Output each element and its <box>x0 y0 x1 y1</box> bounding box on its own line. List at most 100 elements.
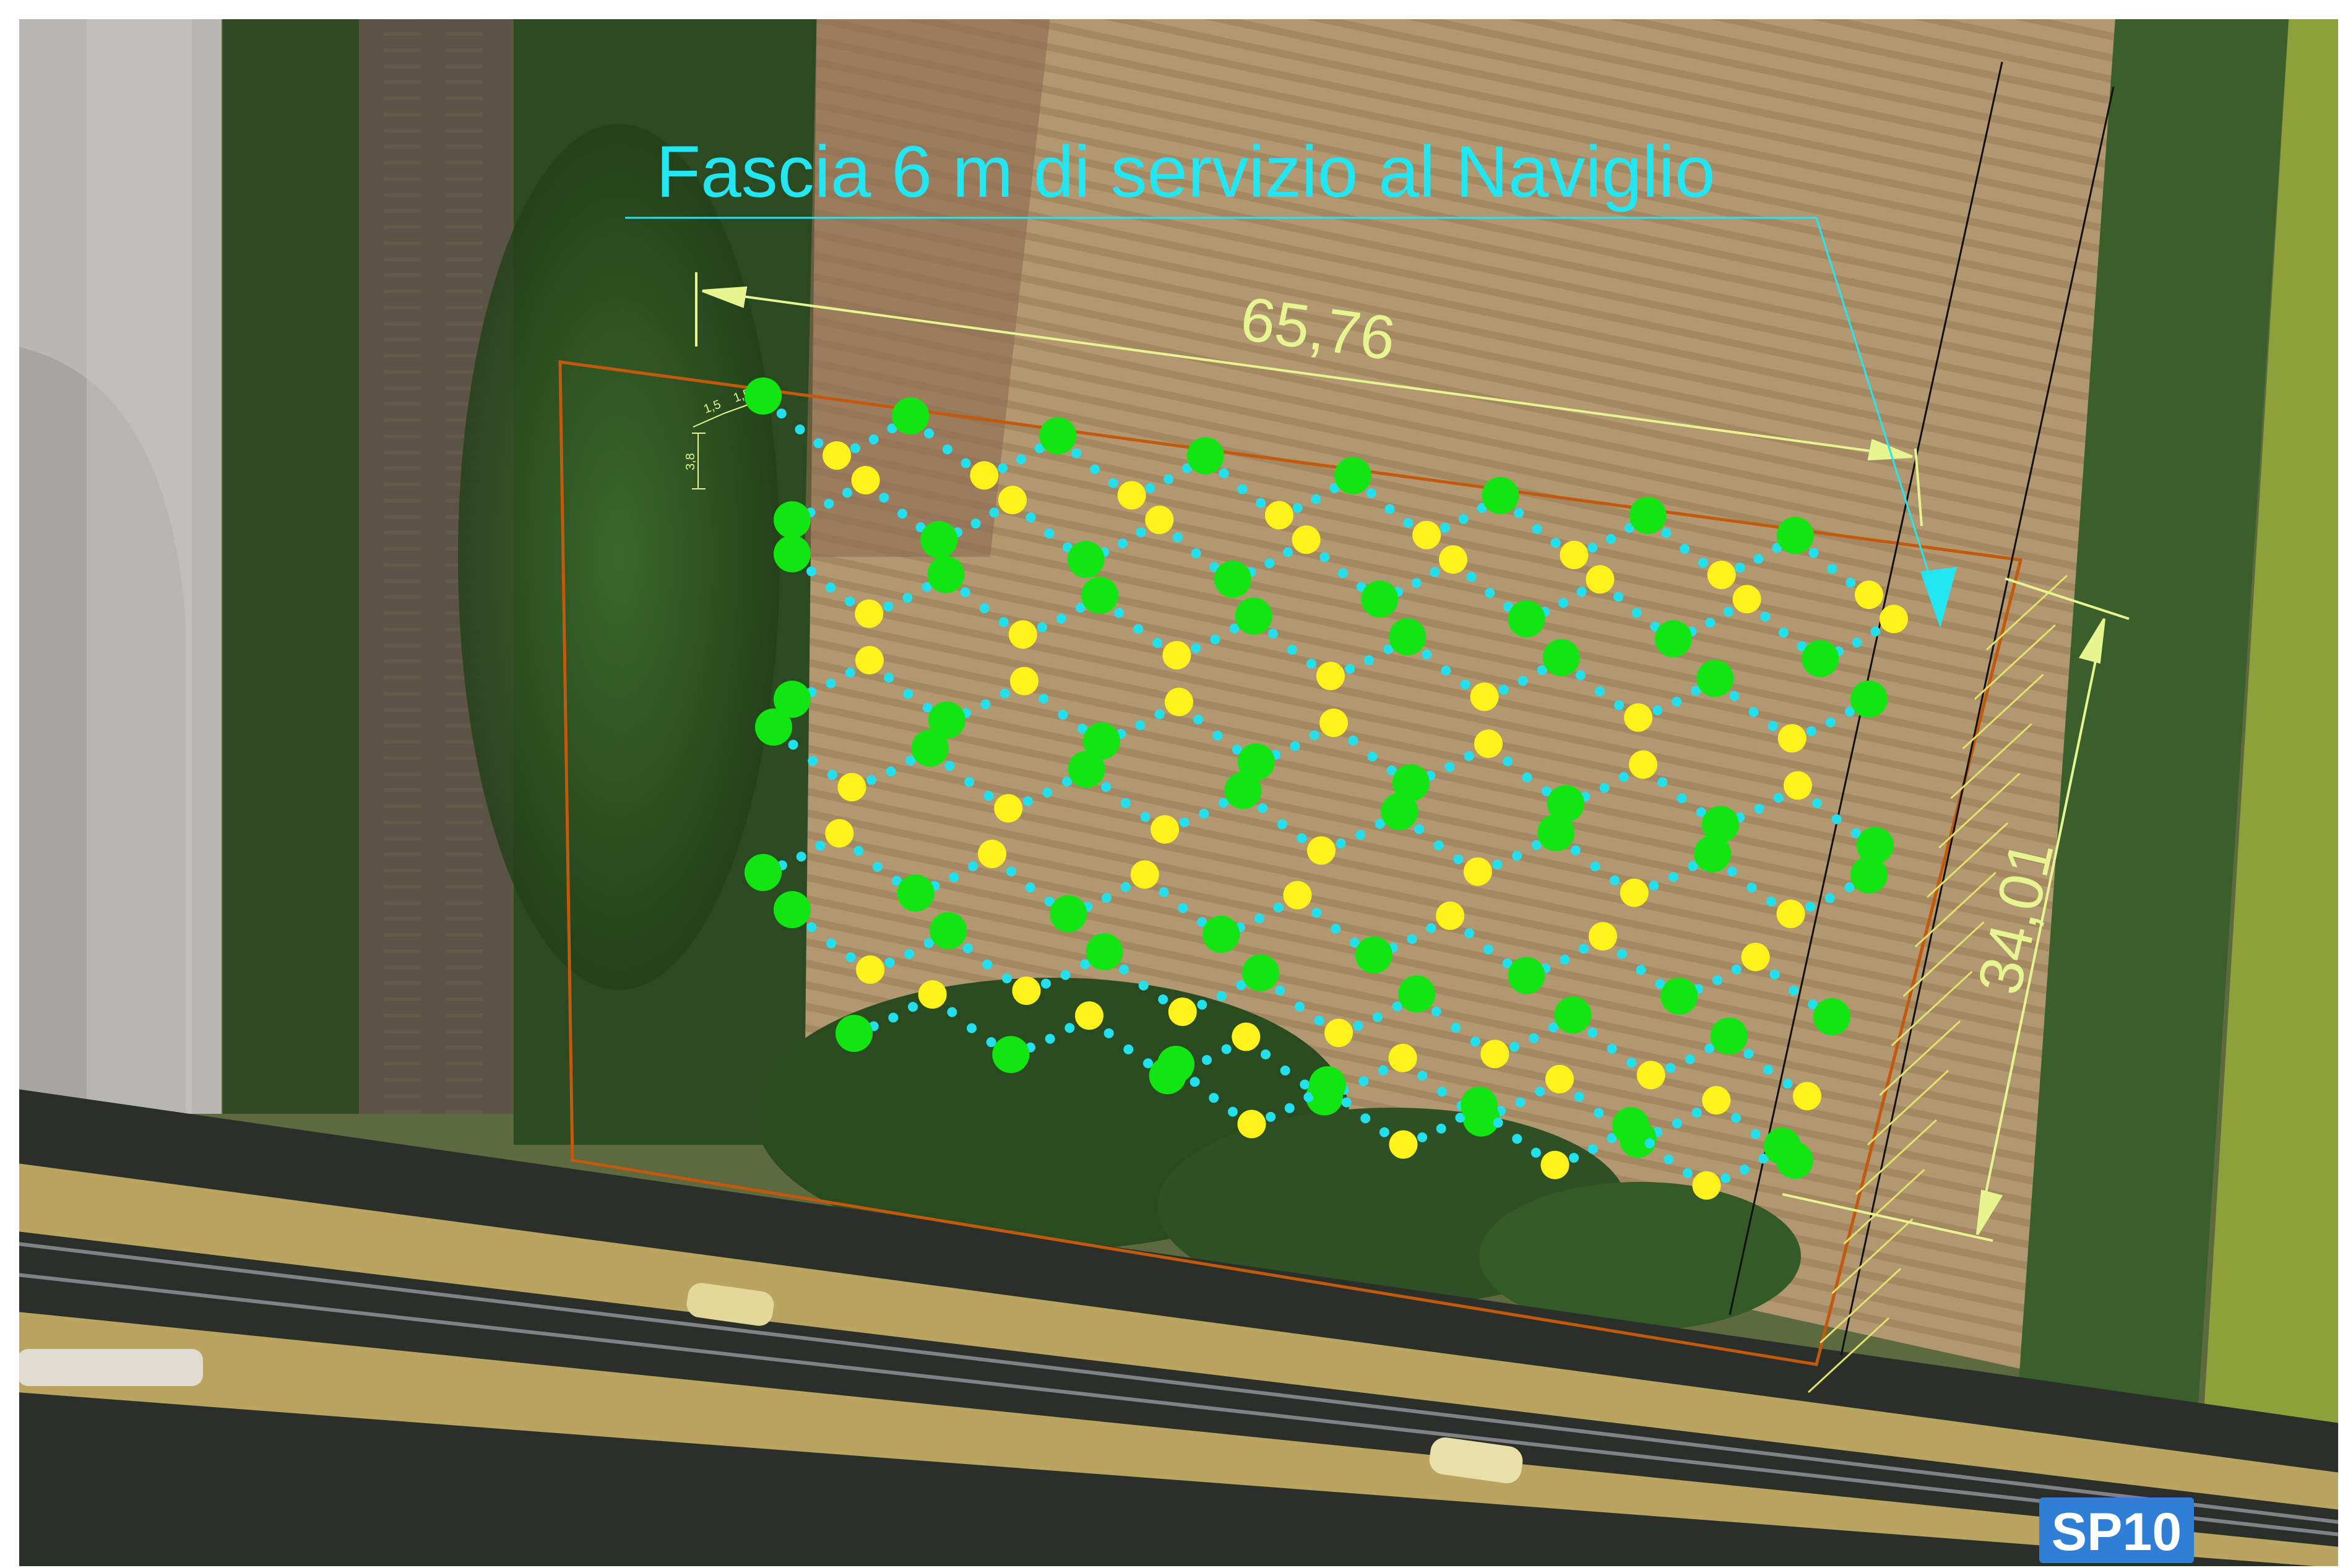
connector-dot <box>1594 1108 1604 1118</box>
connector-dot <box>1219 468 1229 478</box>
connector-dot <box>1403 517 1414 528</box>
connector-dot <box>1090 464 1100 475</box>
small-plant-yellow-icon <box>1324 1019 1353 1048</box>
connector-dot <box>1441 665 1451 676</box>
service-strip-title: Fascia 6 m di servizio al Naviglio <box>656 131 1716 213</box>
small-plant-yellow-icon <box>1776 899 1805 928</box>
connector-dot <box>845 596 855 606</box>
large-plant-green-icon <box>1542 639 1580 676</box>
small-plant-yellow-icon <box>1588 922 1617 951</box>
connector-dot <box>1532 523 1542 534</box>
connector-dot <box>845 952 856 963</box>
map-frame <box>15 15 2340 1568</box>
connector-dot <box>1303 1092 1314 1103</box>
connector-dot <box>1824 893 1835 903</box>
connector-dot <box>1575 670 1586 681</box>
connector-dot <box>1768 721 1778 731</box>
connector-dot <box>1852 637 1862 648</box>
connector-dot <box>1306 658 1316 669</box>
connector-dot <box>1261 1049 1271 1060</box>
connector-dot <box>1154 709 1165 720</box>
connector-dot <box>1375 819 1385 829</box>
connector-dot <box>1464 928 1475 939</box>
large-plant-green-icon <box>1764 1127 1801 1165</box>
small-plant-yellow-icon <box>1316 661 1345 691</box>
small-plant-yellow-icon <box>837 773 866 802</box>
connector-dot <box>1458 514 1469 524</box>
large-plant-green-icon <box>1224 772 1262 809</box>
large-plant-green-icon <box>1186 437 1224 475</box>
large-plant-green-icon <box>1381 793 1418 830</box>
large-plant-green-icon <box>892 397 930 435</box>
connector-dot <box>1570 845 1581 856</box>
connector-dot <box>1145 483 1155 493</box>
small-plant-yellow-icon <box>1586 565 1615 594</box>
connector-dot <box>808 756 818 766</box>
connector-dot <box>1677 793 1687 804</box>
large-plant-green-icon <box>755 709 792 746</box>
connector-dot <box>1512 851 1522 861</box>
connector-dot <box>1258 803 1268 813</box>
connector-dot <box>1256 498 1266 508</box>
large-plant-green-icon <box>1068 751 1105 788</box>
connector-dot <box>1668 872 1678 882</box>
connector-dot <box>1825 717 1836 728</box>
connector-dot <box>980 699 991 710</box>
connector-dot <box>1665 1062 1676 1073</box>
small-plant-yellow-icon <box>1008 620 1037 649</box>
connector-dot <box>1850 828 1861 838</box>
connector-dot <box>1729 691 1740 701</box>
large-plant-green-icon <box>1334 457 1372 494</box>
large-plant-green-icon <box>1309 1066 1346 1104</box>
connector-dot <box>904 949 915 959</box>
connector-dot <box>1691 686 1701 696</box>
connector-dot <box>795 424 805 435</box>
connector-dot <box>1062 777 1073 787</box>
connector-dot <box>1311 494 1321 504</box>
connector-dot <box>1143 1058 1153 1069</box>
connector-dot <box>1300 1079 1310 1090</box>
spacing-label-c: 3,8 <box>684 453 697 470</box>
connector-dot <box>1466 572 1477 582</box>
large-plant-green-icon <box>1238 743 1275 781</box>
connector-dot <box>1076 603 1086 613</box>
connector-dot <box>1197 916 1207 927</box>
connector-dot <box>1750 1129 1761 1139</box>
large-plant-green-icon <box>1039 417 1077 455</box>
connector-dot <box>1453 854 1464 864</box>
connector-dot <box>813 438 824 449</box>
large-plant-green-icon <box>1086 933 1123 971</box>
connector-dot <box>1655 978 1665 989</box>
connector-dot <box>1133 624 1144 634</box>
connector-dot <box>1123 1044 1134 1054</box>
connector-dot <box>1229 623 1240 634</box>
connector-dot <box>968 861 978 872</box>
connector-dot <box>983 791 994 801</box>
large-plant-green-icon <box>1710 1017 1748 1055</box>
small-plant-yellow-icon <box>1389 1130 1418 1159</box>
connector-dot <box>1227 1106 1238 1117</box>
connector-dot <box>1210 634 1220 645</box>
large-plant-green-icon <box>1857 827 1894 864</box>
connector-dot <box>815 840 826 851</box>
connector-dot <box>1426 923 1436 933</box>
connector-dot <box>1805 902 1816 912</box>
connector-dot <box>1680 544 1690 554</box>
connector-dot <box>1309 730 1319 741</box>
small-plant-yellow-icon <box>918 980 947 1009</box>
road-sign-sp10: SP10 <box>2039 1497 2194 1563</box>
large-plant-green-icon <box>1157 1046 1194 1083</box>
connector-dot <box>908 1002 918 1012</box>
connector-dot <box>1431 1006 1441 1017</box>
connector-dot <box>826 582 836 593</box>
connector-dot <box>1518 676 1528 686</box>
connector-dot <box>902 593 913 603</box>
connector-dot <box>1844 882 1855 892</box>
large-plant-green-icon <box>920 521 958 559</box>
large-plant-green-icon <box>1461 1087 1498 1124</box>
large-plant-green-icon <box>1081 577 1119 614</box>
small-plant-yellow-icon <box>994 794 1023 823</box>
connector-dot <box>1682 1168 1693 1178</box>
connector-dot <box>1618 772 1629 782</box>
connector-dot <box>1763 1064 1773 1075</box>
